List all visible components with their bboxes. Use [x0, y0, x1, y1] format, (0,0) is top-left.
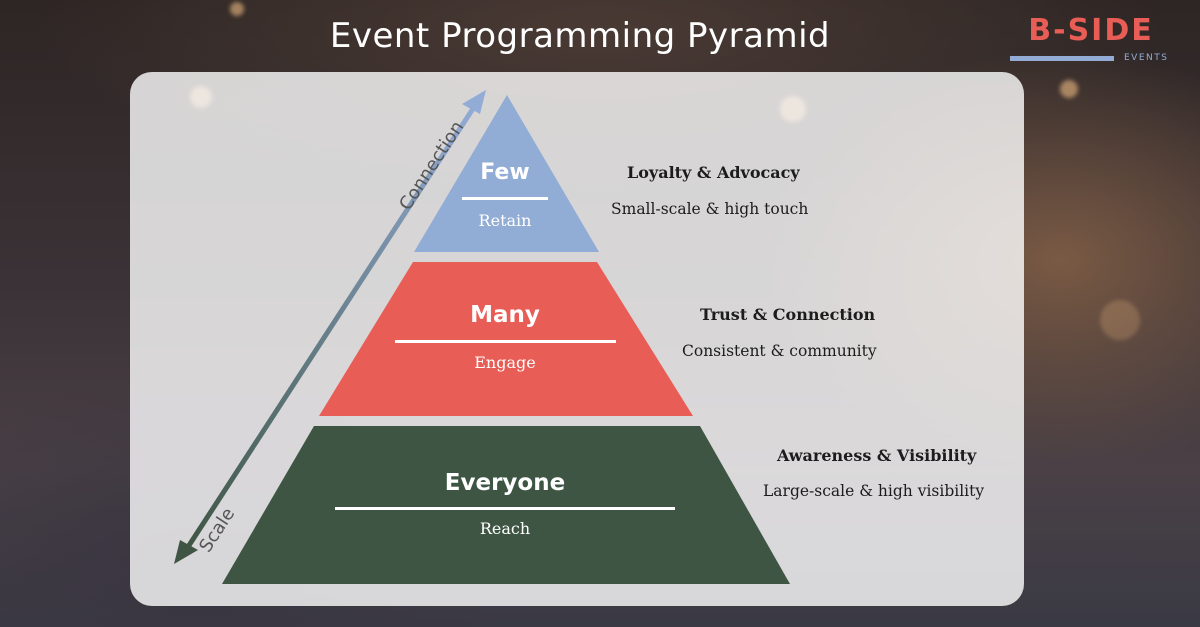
- tier-bottom-heading: Awareness & Visibility: [777, 446, 977, 465]
- logo-subtitle: EVENTS: [1124, 53, 1169, 63]
- tier-bottom-divider: [335, 507, 675, 510]
- tier-middle-description: Consistent & community: [682, 342, 877, 360]
- tier-middle-heading: Trust & Connection: [700, 305, 876, 324]
- connection-arrow-head-icon: [462, 90, 486, 114]
- pyramid-tier-top: [414, 95, 599, 252]
- light-bokeh: [1100, 300, 1140, 340]
- tier-top-divider: [462, 197, 548, 200]
- tier-top-sublabel: Retain: [478, 211, 532, 230]
- tier-top-description: Small-scale & high touch: [611, 200, 809, 218]
- light-bokeh: [230, 2, 244, 16]
- logo-wordmark: B-SIDE: [1028, 13, 1154, 48]
- scale-arrow-head-icon: [174, 540, 198, 564]
- tier-middle-sublabel: Engage: [474, 353, 536, 372]
- logo-underline: [1010, 56, 1114, 61]
- brand-logo: B-SIDE EVENTS: [1006, 13, 1176, 63]
- light-bokeh: [1060, 80, 1078, 98]
- tier-middle-label: Many: [470, 302, 540, 328]
- tier-top-label: Few: [480, 160, 530, 185]
- tier-bottom-label: Everyone: [444, 470, 566, 496]
- connection-scale-axis-line: [183, 102, 479, 552]
- page-title: Event Programming Pyramid: [329, 16, 831, 56]
- tier-bottom-description: Large-scale & high visibility: [763, 482, 985, 500]
- tier-top-heading: Loyalty & Advocacy: [627, 163, 800, 182]
- tier-bottom-sublabel: Reach: [479, 519, 531, 538]
- pyramid-tier-bottom: [222, 426, 790, 584]
- tier-middle-divider: [395, 340, 616, 343]
- pyramid-tier-middle: [319, 262, 693, 416]
